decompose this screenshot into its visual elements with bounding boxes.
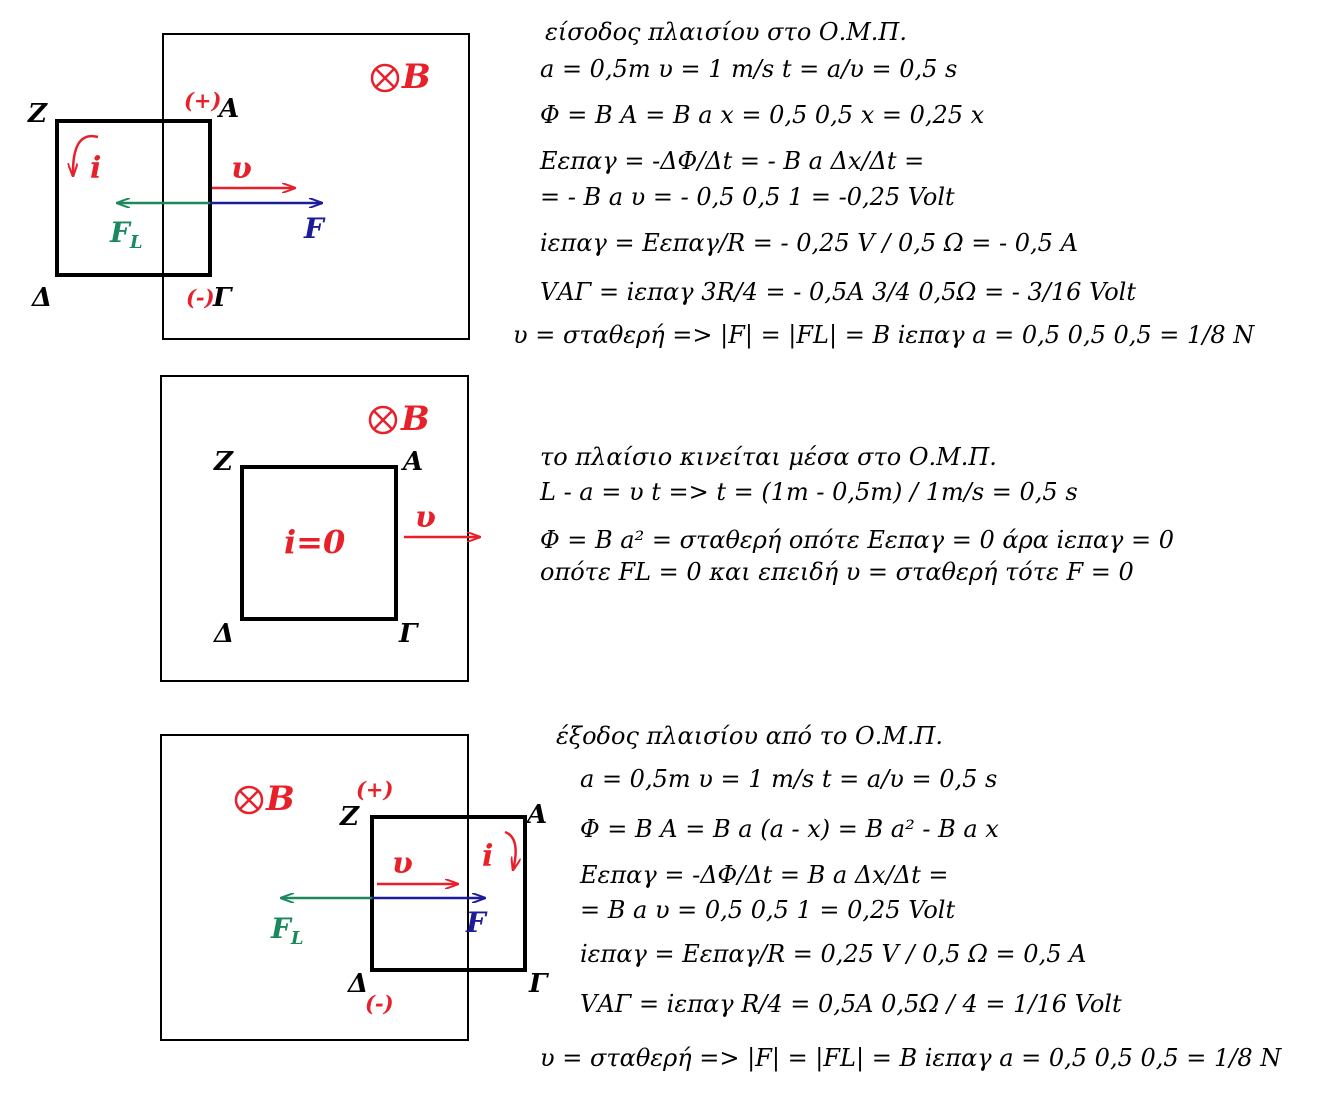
- loop-frame: [55, 119, 212, 277]
- field-region: [162, 33, 470, 340]
- current-arrow: [504, 830, 516, 870]
- eq-line: υ = σταθερή => |F| = |FL| = B iεπαγ a = …: [513, 321, 1255, 350]
- eq-line: iεπαγ = Eεπαγ/R = 0,25 V / 0,5 Ω = 0,5 A: [580, 940, 1086, 968]
- loop-frame: [240, 465, 398, 621]
- field-label: B: [401, 57, 431, 97]
- field-region: [160, 734, 469, 1041]
- equations-entry: είσοδος πλαισίου στο Ο.Μ.Π. a = 0,5m υ =…: [513, 18, 1255, 350]
- vertex-z: Z: [27, 99, 48, 129]
- equations-exit: έξοδος πλαισίου από το Ο.Μ.Π. a = 0,5m υ…: [540, 722, 1282, 1073]
- panel-inside: B Z A Γ Δ i=0 υ το πλαίσιο κινείται μέσα…: [160, 375, 1174, 682]
- current-zero-label: i=0: [284, 523, 345, 561]
- eq-title: το πλαίσιο κινείται μέσα στο Ο.Μ.Π.: [540, 443, 997, 471]
- plus-sign: (+): [356, 777, 393, 802]
- vertex-gamma: Γ: [398, 619, 419, 649]
- circled-x-icon: [370, 63, 400, 93]
- eq-line: Φ = Β a² = σταθερή οπότε Eεπαγ = 0 άρα i…: [540, 526, 1174, 554]
- minus-sign: (-): [186, 285, 215, 310]
- minus-sign: (-): [365, 991, 394, 1016]
- vertex-a: A: [216, 94, 239, 124]
- field-label: B: [265, 779, 295, 819]
- force-label: F: [303, 212, 326, 245]
- eq-line: VΑΓ = iεπαγ R/4 = 0,5A 0,5Ω / 4 = 1/16 V…: [580, 990, 1122, 1018]
- panel-exit: B Z A Γ Δ (+) (-) i υ FL F έξοδος πλαισί…: [160, 722, 1282, 1073]
- field-region: [160, 375, 469, 682]
- lorentz-label: FL: [109, 216, 143, 253]
- eq-title: έξοδος πλαισίου από το Ο.Μ.Π.: [556, 722, 943, 750]
- panel-entry: B Z A Γ Δ (+) (-) i υ FL F είσοδος πλαισ…: [27, 18, 1255, 350]
- lorentz-label: FL: [270, 912, 304, 949]
- eq-line: = B a υ = 0,5 0,5 1 = 0,25 Volt: [580, 896, 955, 924]
- circled-x-icon: [368, 405, 398, 435]
- eq-line: Eεπαγ = -ΔΦ/Δt = - B a Δx/Δt =: [539, 147, 924, 175]
- vertex-z: Z: [339, 802, 360, 832]
- vertex-delta: Δ: [30, 283, 52, 313]
- eq-line: iεπαγ = Eεπαγ/R = - 0,25 V / 0,5 Ω = - 0…: [540, 229, 1078, 257]
- vertex-gamma: Γ: [212, 283, 233, 313]
- current-arrow: [73, 134, 99, 176]
- force-label: F: [465, 906, 488, 939]
- equations-inside: το πλαίσιο κινείται μέσα στο Ο.Μ.Π. L - …: [539, 443, 1174, 586]
- vertex-z: Z: [213, 447, 234, 477]
- vertex-delta: Δ: [346, 969, 368, 999]
- vertex-delta: Δ: [212, 619, 234, 649]
- velocity-label: υ: [231, 151, 252, 186]
- eq-line: Eεπαγ = -ΔΦ/Δt = B a Δx/Δt =: [579, 861, 949, 889]
- eq-line: = - B a υ = - 0,5 0,5 1 = -0,25 Volt: [540, 183, 955, 211]
- current-label: i: [90, 151, 101, 186]
- eq-line: οπότε FL = 0 και επειδή υ = σταθερή τότε…: [540, 558, 1134, 586]
- eq-line: υ = σταθερή => |F| = |FL| = B iεπαγ a = …: [540, 1044, 1282, 1073]
- eq-line: Φ = Β Α = Β a (a - x) = B a² - B a x: [580, 815, 999, 843]
- eq-line: a = 0,5m υ = 1 m/s t = a/υ = 0,5 s: [580, 765, 997, 793]
- plus-sign: (+): [184, 88, 221, 113]
- vertex-gamma: Γ: [528, 969, 549, 999]
- vertex-a: A: [400, 447, 423, 477]
- eq-line: L - a = υ t => t = (1m - 0,5m) / 1m/s = …: [539, 478, 1078, 506]
- loop-frame: [370, 815, 527, 972]
- eq-line: Φ = Β Α = Β a x = 0,5 0,5 x = 0,25 x: [540, 101, 985, 129]
- velocity-label: υ: [415, 500, 436, 535]
- velocity-label: υ: [392, 846, 413, 881]
- vertex-a: A: [524, 800, 547, 830]
- field-label: B: [400, 399, 430, 439]
- eq-line: a = 0,5m υ = 1 m/s t = a/υ = 0,5 s: [540, 55, 957, 83]
- eq-title: είσοδος πλαισίου στο Ο.Μ.Π.: [545, 18, 907, 46]
- current-label: i: [482, 839, 493, 874]
- circled-x-icon: [234, 785, 264, 815]
- eq-line: VΑΓ = iεπαγ 3R/4 = - 0,5A 3/4 0,5Ω = - 3…: [540, 278, 1136, 306]
